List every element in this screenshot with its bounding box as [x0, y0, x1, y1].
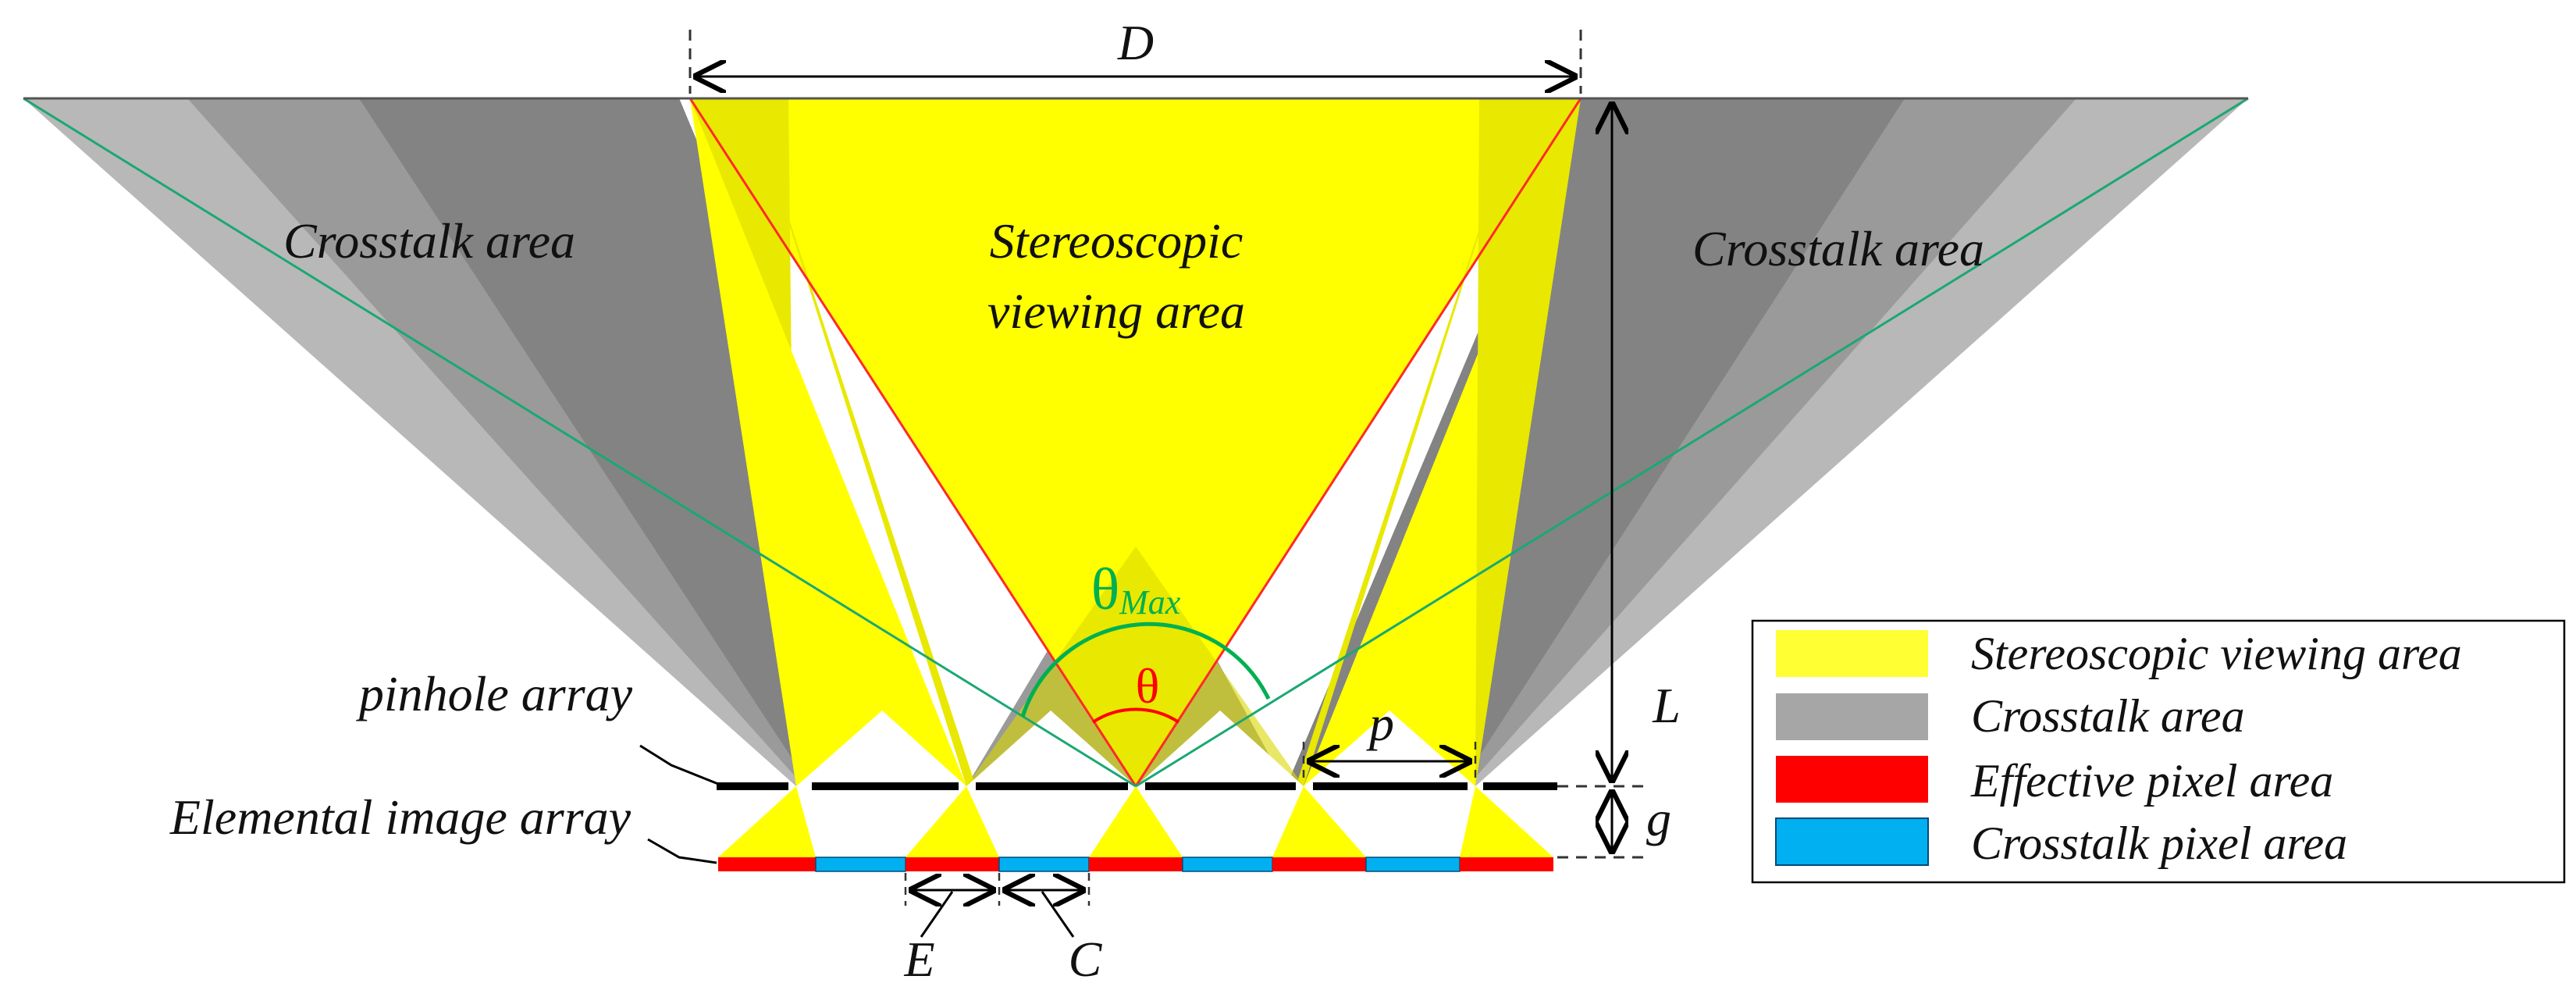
crosstalk-pixel	[815, 857, 906, 872]
effective-pixel	[906, 857, 999, 871]
yellow-beam-5	[1475, 98, 1581, 786]
E-leader	[920, 891, 954, 938]
label-p: p	[1366, 696, 1394, 751]
crosstalk-pixel	[998, 857, 1090, 872]
gap-triangle-1	[718, 786, 816, 857]
gap-triangle-5	[1460, 786, 1553, 857]
yellow-beam-6	[1296, 98, 1522, 786]
crosstalk-pixel	[1365, 857, 1461, 872]
legend-label-effective: Effective pixel area	[1970, 755, 2333, 807]
legend-label-stereo: Stereoscopic viewing area	[1971, 628, 2462, 679]
dimension-p	[1302, 742, 1477, 782]
yellow-zone-main	[690, 98, 1581, 786]
green-line-right	[1135, 97, 2249, 788]
label-stereo-line1: Stereoscopic	[990, 213, 1244, 269]
red-line-right	[1134, 98, 1582, 787]
theta-max-arc	[1020, 622, 1271, 718]
elemental-image-array	[718, 857, 1553, 872]
dimension-L-g	[1557, 102, 1647, 859]
dimension-E-C	[904, 873, 1091, 938]
leader-lines	[639, 744, 719, 864]
effective-pixel	[1460, 857, 1553, 871]
crosstalk-pixel	[1182, 857, 1273, 872]
legend: Stereoscopic viewing area Crosstalk area…	[1751, 619, 2566, 884]
blue-swatch	[1775, 817, 1929, 866]
label-crosstalk-left: Crosstalk area	[283, 213, 575, 269]
gap-triangle-3	[1089, 786, 1183, 857]
legend-label-crosstalk: Crosstalk area	[1971, 690, 2245, 742]
gap-triangles	[718, 786, 1553, 857]
effective-pixel	[1272, 857, 1366, 871]
label-theta: θ	[1136, 658, 1160, 714]
label-D: D	[1117, 15, 1154, 70]
label-stereo-line2: viewing area	[987, 283, 1245, 339]
effective-pixel	[1089, 857, 1183, 871]
stereoscopic-viewing-zone	[690, 98, 1581, 857]
label-L: L	[1652, 678, 1681, 733]
gap-triangle-4	[1272, 786, 1366, 857]
labels: D Crosstalk area Crosstalk area Stereosc…	[169, 15, 1984, 987]
label-g: g	[1646, 791, 1671, 846]
angle-arcs	[1020, 622, 1271, 724]
C-leader	[1041, 891, 1075, 938]
label-C: C	[1069, 931, 1103, 987]
legend-label-crosstalk-pixel: Crosstalk pixel area	[1971, 817, 2347, 869]
red-swatch	[1776, 756, 1928, 803]
red-line-left	[688, 98, 1137, 787]
yellow-beam-2	[690, 98, 966, 786]
yellow-swatch	[1776, 630, 1928, 677]
gray-swatch	[1776, 693, 1928, 740]
pinhole-leader	[639, 744, 719, 785]
dimension-D	[688, 30, 1582, 94]
label-E: E	[903, 931, 934, 987]
label-crosstalk-right: Crosstalk area	[1692, 221, 1984, 276]
gap-triangle-2	[906, 786, 999, 857]
label-pinhole-array: pinhole array	[356, 666, 633, 721]
elemental-leader	[647, 838, 717, 864]
label-theta-max: θMax	[1091, 557, 1181, 622]
yellow-beam-3	[749, 98, 976, 786]
effective-pixel	[718, 857, 816, 871]
guide-lines	[23, 97, 2249, 788]
label-elemental-image-array: Elemental image array	[169, 789, 632, 845]
green-line-left	[23, 97, 1137, 788]
theta-arc	[1091, 707, 1180, 724]
